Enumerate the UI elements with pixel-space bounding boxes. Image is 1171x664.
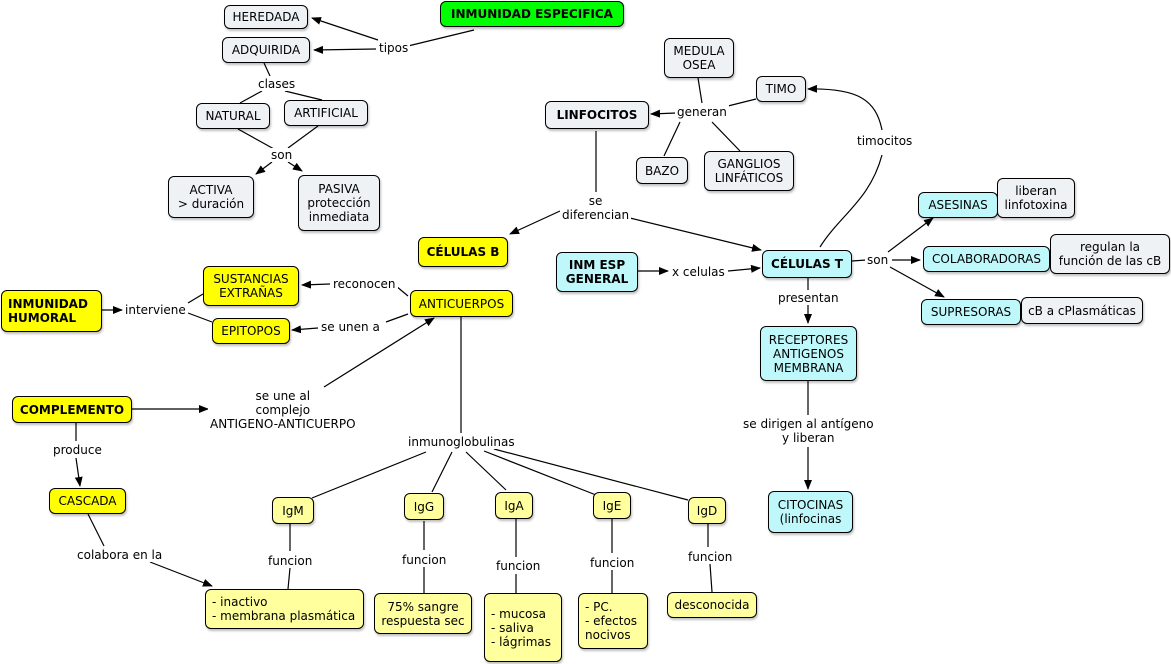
link-label-son: son — [269, 148, 295, 162]
node-sustancias-extranas[interactable]: SUSTANCIAS EXTRAÑAS — [203, 266, 299, 306]
node-citocinas[interactable]: CITOCINAS (linfocinas — [768, 491, 853, 533]
link-label-colabora: colabora en la — [75, 548, 165, 562]
node-heredada[interactable]: HEREDADA — [224, 5, 308, 29]
link-label-funcion-ige: funcion — [588, 556, 637, 570]
node-igg[interactable]: IgG — [404, 493, 444, 520]
link-label-inmunoglobulinas: inmunoglobulinas — [406, 435, 517, 449]
node-epitopos[interactable]: EPITOPOS — [212, 318, 290, 344]
link-label-funcion-igm: funcion — [266, 554, 315, 568]
node-regulan[interactable]: regulan la función de las cB — [1050, 234, 1170, 274]
node-igg-funcion[interactable]: 75% sangre respuesta sec — [374, 593, 472, 634]
node-timo[interactable]: TIMO — [756, 76, 806, 102]
link-label-funcion-iga: funcion — [494, 559, 543, 573]
node-igm[interactable]: IgM — [272, 497, 314, 524]
link-label-x-celulas: x celulas — [670, 265, 727, 279]
node-inmunidad-especifica[interactable]: INMUNIDAD ESPECIFICA — [440, 1, 624, 27]
link-label-interviene: interviene — [123, 303, 188, 317]
node-ganglios-linfaticos[interactable]: GANGLIOS LINFÁTICOS — [704, 151, 794, 191]
node-iga-funcion[interactable]: - mucosa - saliva - lágrimas — [484, 593, 562, 662]
link-label-clases: clases — [256, 77, 298, 91]
node-complemento[interactable]: COMPLEMENTO — [12, 396, 132, 423]
link-label-reconocen: reconocen — [331, 277, 398, 291]
node-artificial[interactable]: ARTIFICIAL — [284, 100, 368, 126]
node-supresoras[interactable]: SUPRESORAS — [921, 299, 1021, 325]
link-label-se-une-al: se une al complejo ANTIGENO-ANTICUERPO — [208, 389, 358, 431]
link-label-se-dirigen: se dirigen al antígeno y liberan — [741, 417, 876, 445]
node-linfocitos[interactable]: LINFOCITOS — [545, 101, 649, 129]
node-celulas-t[interactable]: CÉLULAS T — [762, 250, 852, 278]
node-anticuerpos[interactable]: ANTICUERPOS — [410, 290, 513, 317]
link-label-tipos: tipos — [377, 41, 411, 55]
link-label-son-t: son — [865, 253, 891, 267]
node-igm-funcion[interactable]: - inactivo - membrana plasmática — [205, 589, 364, 629]
link-label-generan: generan — [675, 105, 729, 119]
node-natural[interactable]: NATURAL — [196, 103, 270, 129]
node-celulas-b[interactable]: CÉLULAS B — [418, 237, 508, 267]
node-activa[interactable]: ACTIVA > duración — [168, 176, 254, 218]
node-medula-osea[interactable]: MEDULA OSEA — [664, 38, 734, 78]
node-adquirida[interactable]: ADQUIRIDA — [222, 37, 310, 63]
link-label-presentan: presentan — [776, 291, 841, 305]
node-cb-plasmaticas[interactable]: cB a cPlasmáticas — [1021, 297, 1143, 324]
node-igd[interactable]: IgD — [688, 497, 726, 524]
link-label-produce: produce — [51, 443, 104, 457]
node-linfotoxina[interactable]: liberan linfotoxina — [997, 178, 1075, 218]
link-label-se-diferencian: se diferencian — [560, 194, 632, 222]
node-cascada[interactable]: CASCADA — [49, 488, 126, 514]
node-inmunidad-humoral[interactable]: INMUNIDAD HUMORAL — [1, 290, 102, 332]
node-inm-esp-general[interactable]: INM ESP GENERAL — [556, 252, 638, 292]
link-label-timocitos: timocitos — [855, 134, 915, 148]
node-asesinas[interactable]: ASESINAS — [918, 192, 998, 218]
node-ige[interactable]: IgE — [593, 492, 631, 519]
node-receptores[interactable]: RECEPTORES ANTIGENOS MEMBRANA — [760, 326, 857, 381]
node-ige-funcion[interactable]: - PC. - efectos nocivos — [578, 593, 648, 649]
node-colaboradoras[interactable]: COLABORADORAS — [923, 246, 1050, 272]
link-label-funcion-igd: funcion — [686, 550, 735, 564]
node-iga[interactable]: IgA — [495, 492, 533, 519]
node-pasiva[interactable]: PASIVA protección inmediata — [298, 175, 380, 231]
node-igd-funcion[interactable]: desconocida — [667, 592, 757, 618]
link-label-funcion-igg: funcion — [400, 553, 449, 567]
node-bazo[interactable]: BAZO — [636, 157, 688, 184]
link-label-se-unen-a: se unen a — [319, 320, 382, 334]
